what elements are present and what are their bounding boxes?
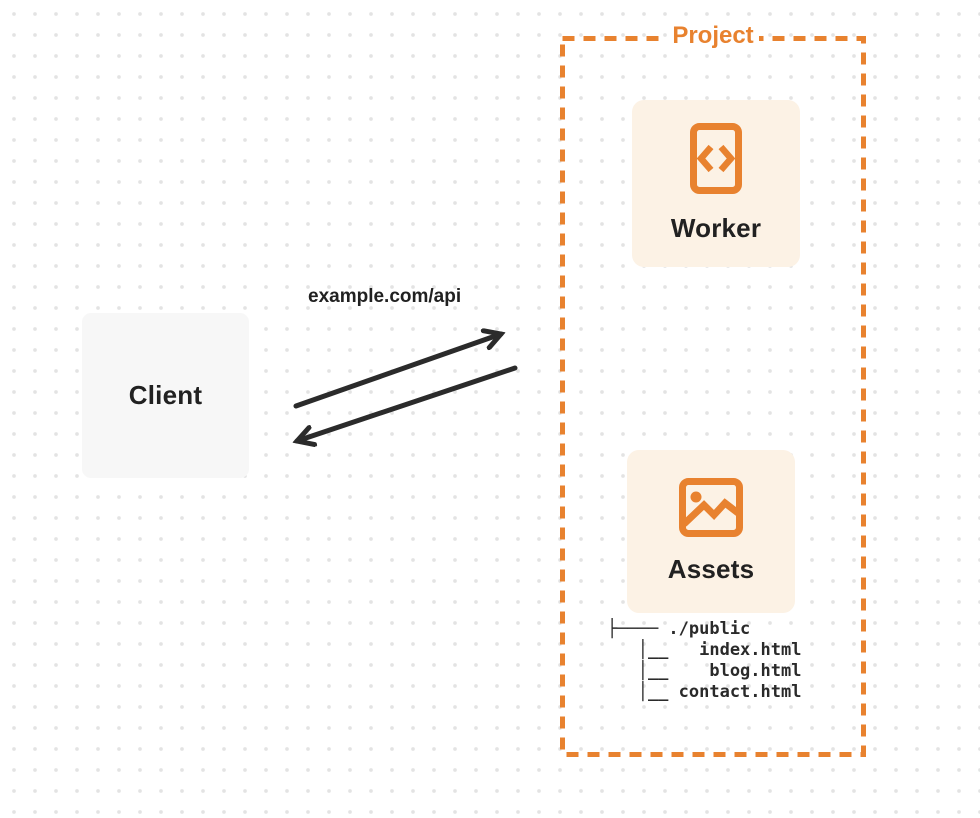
worker-label: Worker	[670, 213, 762, 243]
code-file-icon	[690, 123, 742, 194]
assets-node: Assets	[627, 450, 795, 613]
project-container: Project	[560, 22, 866, 757]
response-arrow	[297, 365, 518, 441]
project-title: Project	[560, 22, 866, 50]
file-tree: ├──── ./public │__ index.html │__ blog.h…	[607, 619, 802, 702]
worker-node: Worker	[632, 100, 800, 267]
request-arrow	[293, 334, 501, 409]
client-label: Client	[128, 380, 203, 410]
request-url-label: example.com/api	[308, 286, 462, 307]
assets-label: Assets	[667, 554, 755, 584]
project-title-label: Project	[667, 22, 759, 50]
client-node: Client	[82, 313, 249, 478]
image-icon	[679, 478, 743, 537]
